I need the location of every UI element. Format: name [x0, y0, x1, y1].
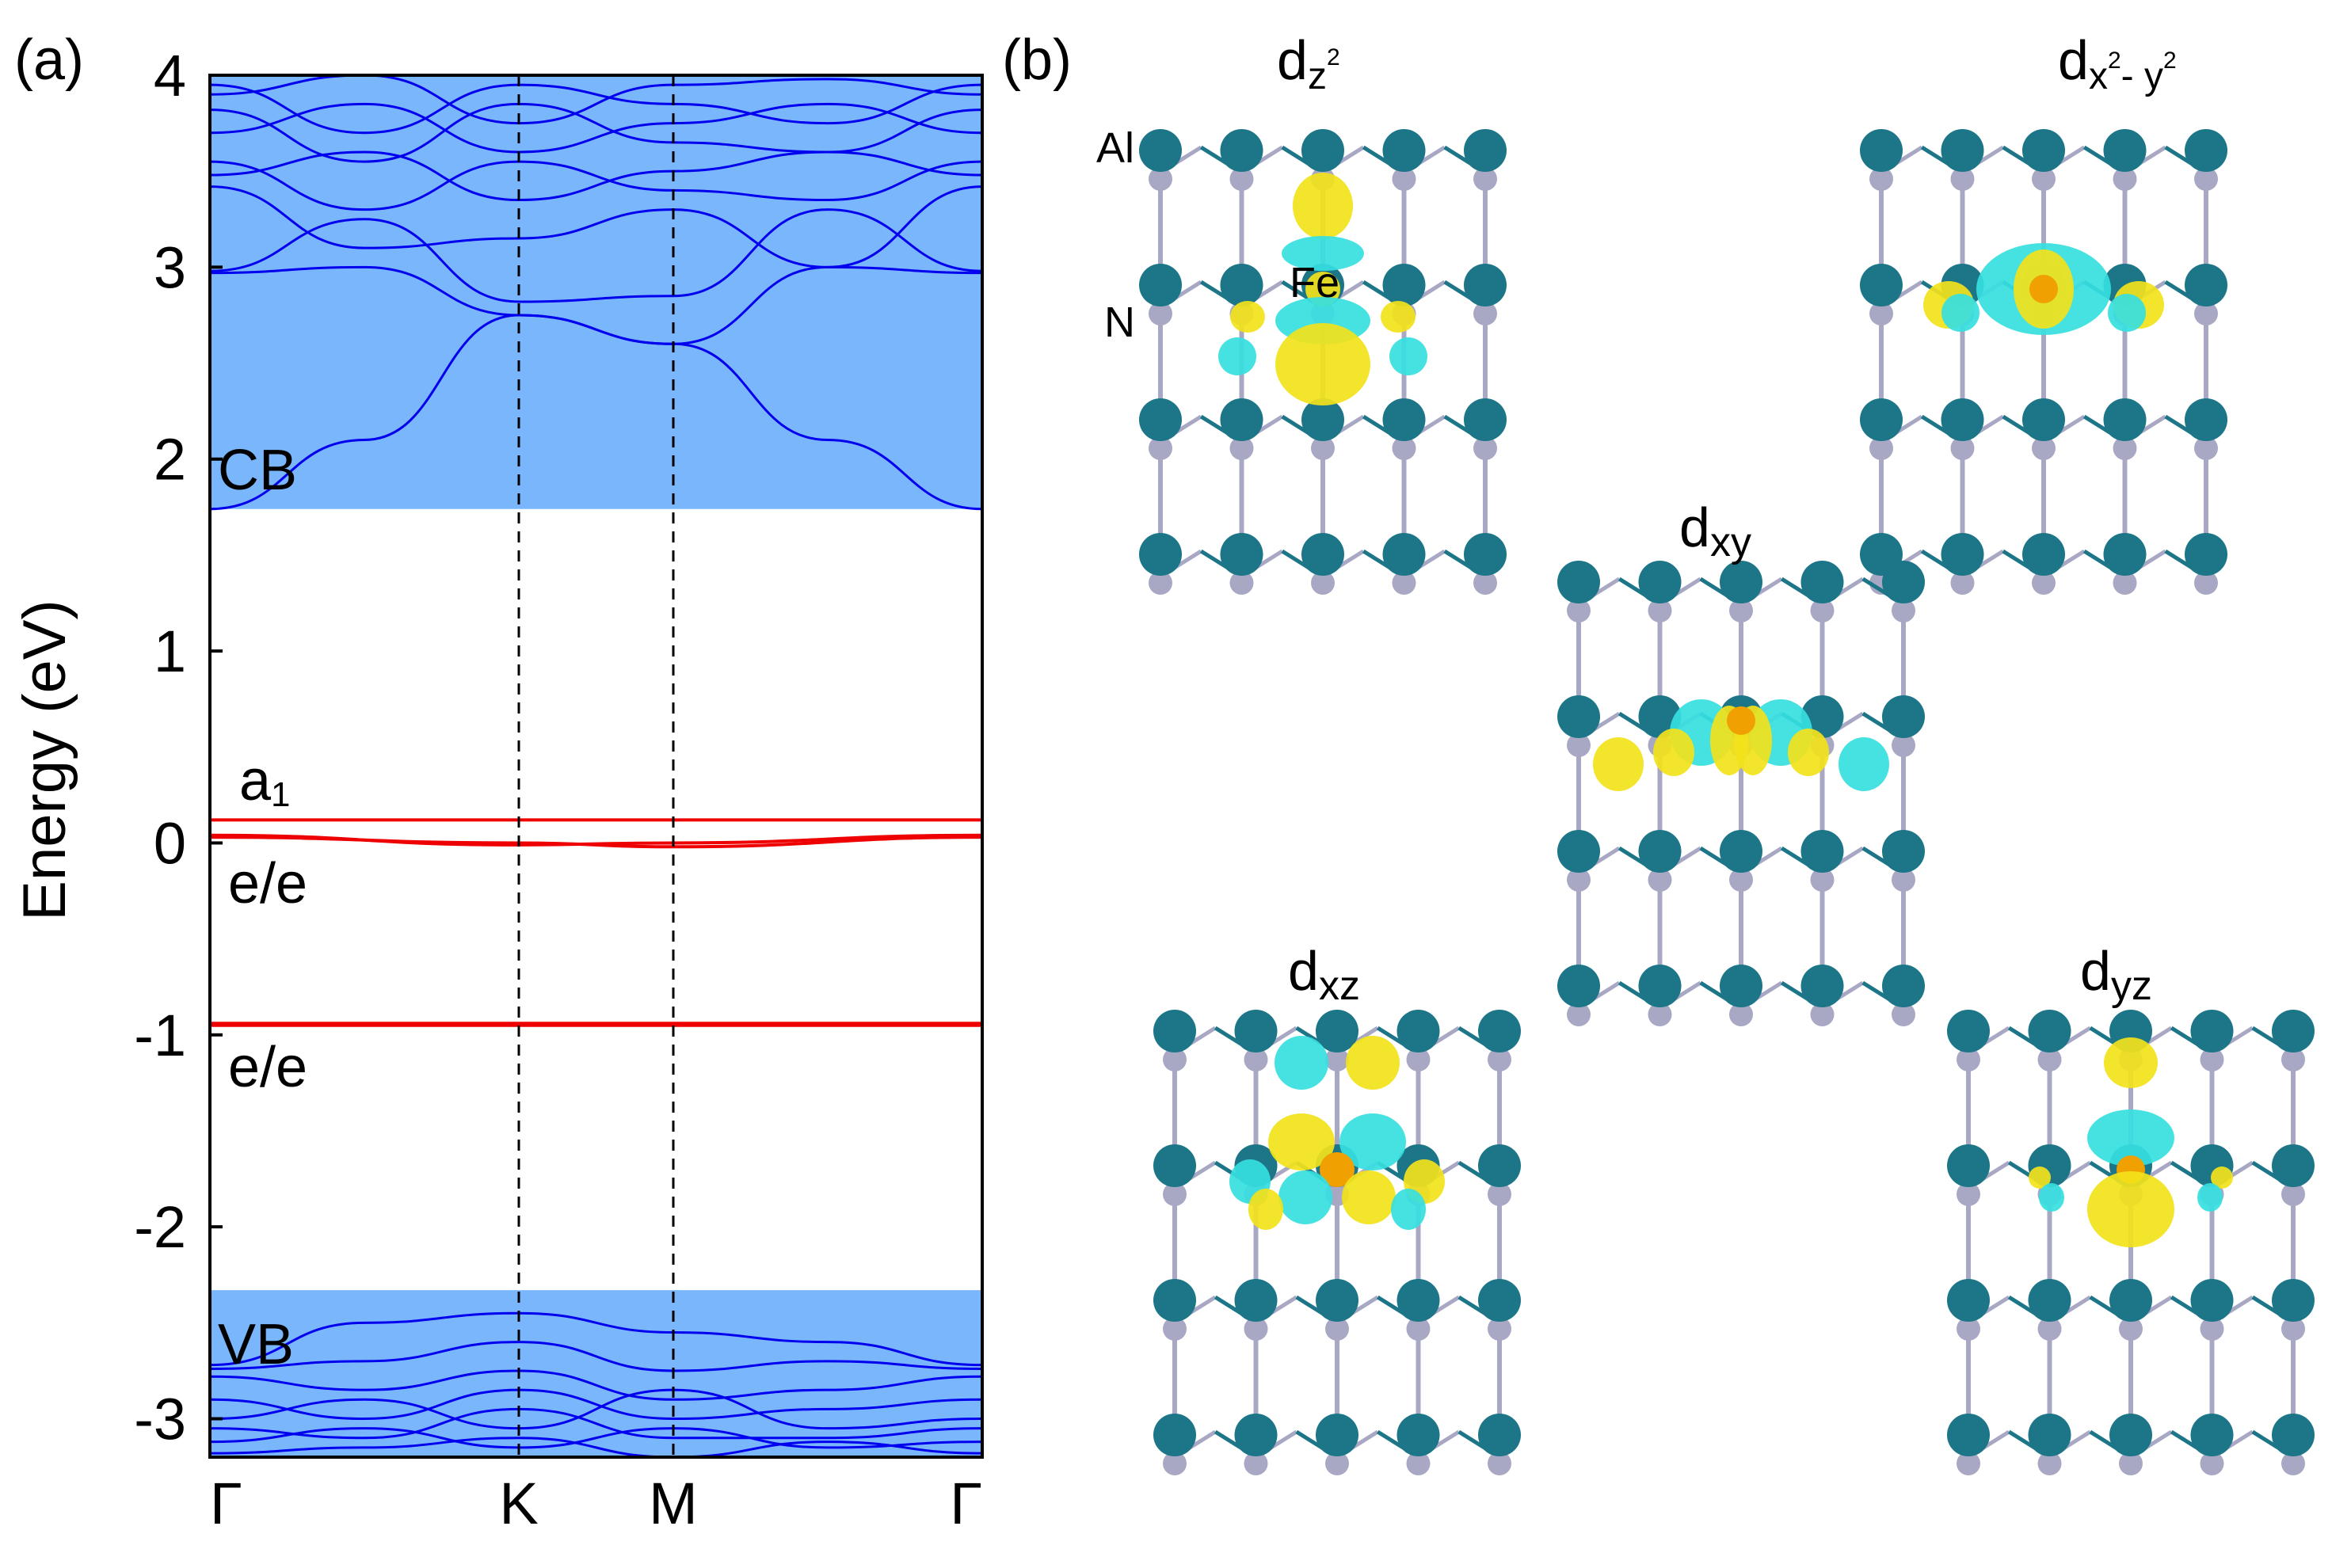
y-tick-label-3: 1 [154, 618, 186, 684]
vb-region [210, 1290, 982, 1457]
y-tick-label-7: -3 [134, 1387, 186, 1452]
a1-label: a1 [239, 749, 291, 814]
y-tick-label-4: 0 [154, 810, 186, 876]
dx2y2-title-sup1: 2 [2108, 48, 2121, 74]
dxz-title-sub: xz [1319, 963, 1360, 1009]
y-axis-ticks: 4 3 2 1 0 -1 -2 -3 [134, 43, 223, 1452]
dxz-title-main: d [1288, 940, 1319, 1002]
y-tick-label-5: -1 [134, 1003, 186, 1068]
y-tick-label-1: 3 [154, 234, 186, 300]
conduction-band-2 [209, 208, 983, 303]
y-tick-label-0: 4 [154, 43, 186, 108]
dxz-panel [1153, 1010, 1521, 1475]
dz2-panel [1139, 129, 1507, 595]
valence-band-6 [209, 1427, 983, 1449]
dx2y2-title-sup2: 2 [2163, 48, 2177, 74]
y-tick-label-6: -2 [134, 1194, 186, 1260]
dxz-title: dxz [1288, 940, 1360, 1009]
plot-frame [208, 74, 984, 1459]
dxy-panel [1557, 561, 1925, 1026]
conduction-band-6 [209, 102, 983, 154]
dxy-title: dxy [1679, 497, 1751, 565]
band-curve-layer [209, 74, 983, 1459]
dx2y2-title-sub: x [2089, 55, 2108, 97]
dx2y2-title-mid: - y [2121, 55, 2163, 97]
valence-band-2 [209, 1369, 983, 1401]
x-tick-label-2: M [649, 1471, 698, 1536]
n-atom-label: N [1104, 299, 1135, 346]
dyz-title: dyz [2080, 940, 2152, 1009]
conduction-band-7 [209, 102, 983, 163]
dx2y2-title: dx2- y2 [2058, 29, 2177, 97]
dxy-title-sub: xy [1710, 519, 1751, 565]
high-symmetry-lines [517, 75, 675, 1457]
dx2y2-panel [1860, 129, 2227, 595]
a1-label-sub: 1 [271, 775, 290, 814]
dyz-title-main: d [2080, 940, 2111, 1002]
valence-band-0 [209, 1311, 983, 1367]
orbital-isosurface-panels [1139, 129, 2315, 1475]
x-tick-label-0: Γ [210, 1471, 242, 1536]
x-tick-label-1: K [499, 1471, 538, 1536]
valence-band-1 [209, 1341, 983, 1372]
conduction-band-5 [209, 160, 983, 211]
conduction-band-9 [209, 83, 983, 135]
band-region-layer [210, 75, 982, 1457]
valence-band-4 [209, 1388, 983, 1430]
defect-level-2 [209, 835, 983, 849]
fe-atom-label: Fe [1290, 259, 1339, 306]
y-tick-label-2: 2 [154, 427, 186, 493]
cb-label: CB [218, 439, 297, 502]
conduction-band-3 [209, 185, 983, 268]
dyz-title-sub: yz [2111, 963, 2152, 1009]
a1-label-main: a [239, 749, 272, 813]
dz2-title: dz2 [1277, 29, 1340, 97]
vb-label: VB [218, 1313, 294, 1376]
x-tick-label-3: Γ [950, 1471, 982, 1536]
al-atom-label: Al [1096, 124, 1134, 172]
dz2-title-sup: 2 [1327, 44, 1340, 70]
e-upper-label: e/e [228, 852, 307, 915]
dxy-title-main: d [1679, 497, 1710, 558]
y-axis-label: Energy (eV) [11, 599, 78, 921]
valence-band-5 [209, 1407, 983, 1440]
dx2y2-title-main: d [2058, 29, 2089, 91]
dz2-title-sub: z [1308, 55, 1327, 97]
e-lower-label: e/e [228, 1036, 307, 1099]
dz2-title-main: d [1277, 29, 1308, 91]
valence-band-7 [209, 1437, 983, 1459]
cb-region [210, 75, 982, 509]
conduction-band-4 [209, 150, 983, 202]
panel-a-tag: (a) [14, 29, 84, 92]
valence-band-3 [209, 1388, 983, 1421]
dyz-panel [1947, 1010, 2315, 1475]
panel-b-tag: (b) [1002, 29, 1072, 92]
